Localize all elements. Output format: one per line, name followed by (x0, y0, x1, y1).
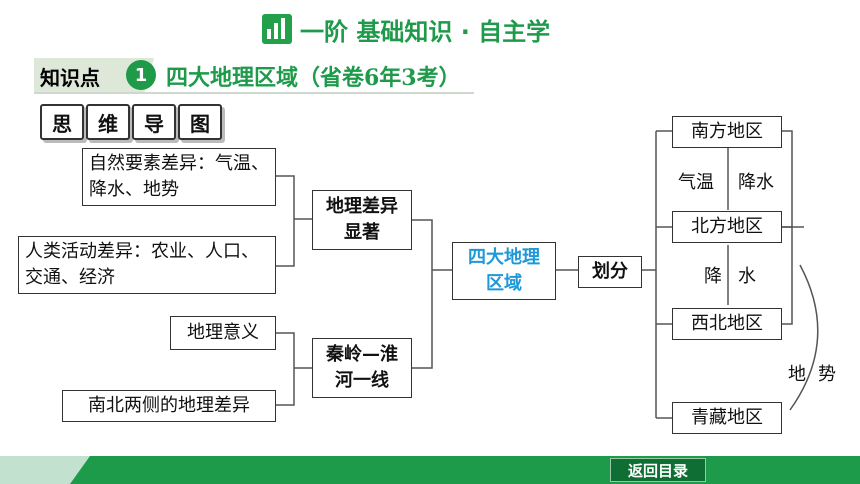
factor-terrain-char: 地 (788, 364, 806, 385)
region-north-box: 北方地区 (672, 211, 782, 243)
back-to-contents-button[interactable]: 返回目录 (610, 458, 706, 482)
factor-temperature: 气温 (678, 172, 714, 193)
mind-map-char: 导 (132, 104, 176, 140)
page-title-bar: 一阶 基础知识 · 自主学 (262, 12, 550, 46)
human-activity-box: 人类活动差异：农业、人口、交通、经济 (18, 236, 276, 294)
divide-box: 划分 (578, 256, 642, 288)
factor-terrain-char: 势 (818, 364, 836, 385)
mind-map-char: 维 (86, 104, 130, 140)
geo-difference-box: 地理差异显著 (312, 190, 412, 250)
page-title: 一阶 基础知识 · 自主学 (300, 17, 551, 46)
mind-map-char: 图 (178, 104, 222, 140)
knowledge-point-title: 四大地理区域（省卷6年3考） (166, 65, 461, 91)
mind-map-char: 思 (40, 104, 84, 140)
factor-precipitation: 降水 (738, 172, 774, 193)
north-south-difference-box: 南北两侧的地理差异 (62, 390, 276, 422)
region-south-box: 南方地区 (672, 116, 782, 148)
four-regions-box: 四大地理区域 (452, 242, 556, 300)
mind-map-label: 思 维 导 图 (40, 104, 224, 140)
factor-precipitation-char: 水 (738, 266, 756, 287)
knowledge-point-underline (34, 92, 474, 94)
region-northwest-box: 西北地区 (672, 308, 782, 340)
footer-accent (70, 456, 860, 484)
qinling-huaihe-box: 秦岭—淮河一线 (312, 338, 412, 398)
factor-precipitation-char: 降 (704, 266, 722, 287)
knowledge-point-label: 知识点 (40, 66, 100, 90)
natural-factors-box: 自然要素差异：气温、降水、地势 (82, 148, 276, 206)
significance-box: 地理意义 (170, 316, 276, 350)
chart-icon (262, 14, 292, 44)
knowledge-point-number: 1 (126, 60, 156, 90)
region-tibet-box: 青藏地区 (672, 402, 782, 434)
